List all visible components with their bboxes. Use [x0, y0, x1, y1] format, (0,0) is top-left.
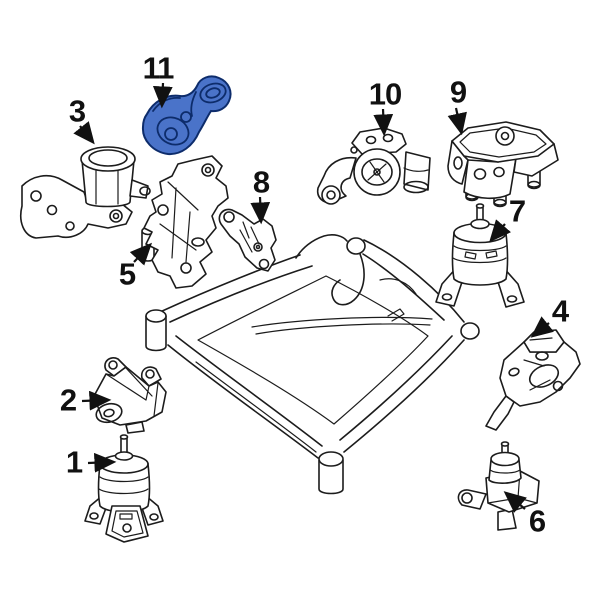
part-11-drawing-highlighted: [141, 75, 232, 156]
callout-label-6: 6: [528, 503, 546, 539]
callout-label-11: 11: [142, 50, 175, 86]
callout-label-8: 8: [252, 164, 270, 200]
part-9-drawing: [447, 121, 559, 208]
callout-arrow-5: [129, 242, 153, 266]
callout-label-5: 5: [118, 256, 136, 292]
callout-arrow-10: [373, 108, 394, 137]
callout-label-10: 10: [368, 76, 402, 112]
callout-label-4: 4: [551, 293, 569, 329]
part-3-drawing: [20, 146, 151, 239]
callout-arrow-1: [87, 452, 117, 473]
callout-arrow-9: [447, 107, 467, 136]
part-1-drawing: [84, 434, 164, 543]
part-6-drawing: [457, 441, 540, 531]
callout-arrows: [73, 82, 554, 513]
callout-arrow-3: [73, 121, 95, 145]
callout-label-3: 3: [68, 93, 86, 129]
callout-label-2: 2: [59, 382, 77, 418]
callout-arrow-4: [530, 316, 554, 338]
callout-arrow-6: [503, 491, 527, 513]
part-8-drawing: [218, 208, 277, 272]
callout-arrow-8: [250, 196, 271, 225]
part-4-drawing: [485, 329, 581, 431]
callout-arrow-2: [81, 390, 112, 411]
part-5-drawing: [141, 155, 229, 289]
part-2-drawing: [93, 357, 167, 434]
callout-label-9: 9: [449, 74, 467, 110]
part-10-drawing: [316, 127, 431, 205]
callout-label-1: 1: [65, 444, 83, 480]
callout-arrow-11: [152, 82, 173, 109]
callout-label-7: 7: [508, 193, 526, 229]
subframe-crossmember-drawing: [145, 234, 480, 495]
callout-arrow-7: [489, 219, 512, 243]
